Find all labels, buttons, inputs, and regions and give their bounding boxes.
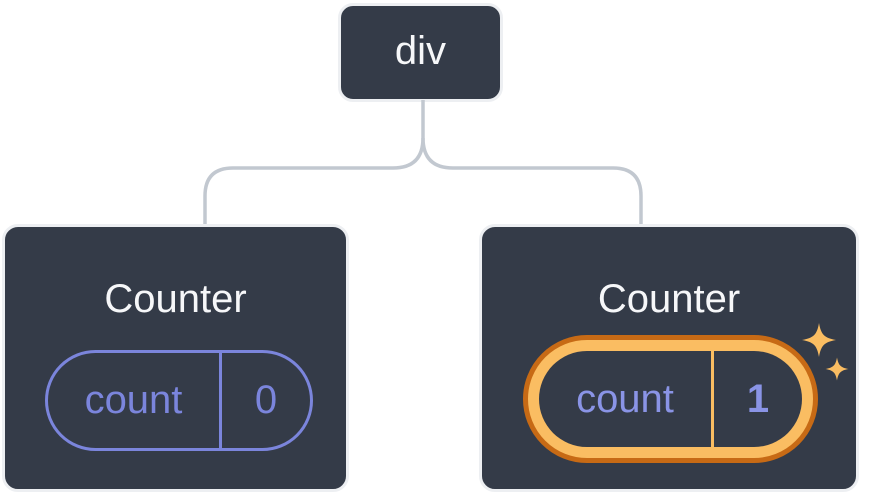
sparkle-small (825, 357, 849, 381)
root-node: div (338, 3, 503, 102)
counter-card-right: Counter count 1 (479, 224, 859, 492)
state-pill: count 0 (45, 350, 313, 451)
state-key-cell: count (576, 376, 674, 421)
component-title: Counter (104, 277, 247, 321)
state-value-cell: 0 (254, 378, 278, 422)
root-node-label: div (394, 28, 447, 73)
state-key-cell: count (84, 378, 183, 422)
counter-card-left: Counter count 0 (2, 224, 349, 492)
pill-divider (711, 351, 714, 447)
sparkles-icon (802, 323, 849, 381)
state-pill: count 1 (539, 351, 802, 447)
state-pill-highlight-ring: count 1 (523, 335, 818, 463)
connector-left-branch (203, 100, 425, 224)
sparkle-large (802, 323, 836, 357)
component-title: Counter (597, 277, 741, 321)
connector-right-branch (421, 137, 643, 224)
state-value-cell: 1 (746, 376, 770, 421)
pill-divider (219, 353, 222, 448)
